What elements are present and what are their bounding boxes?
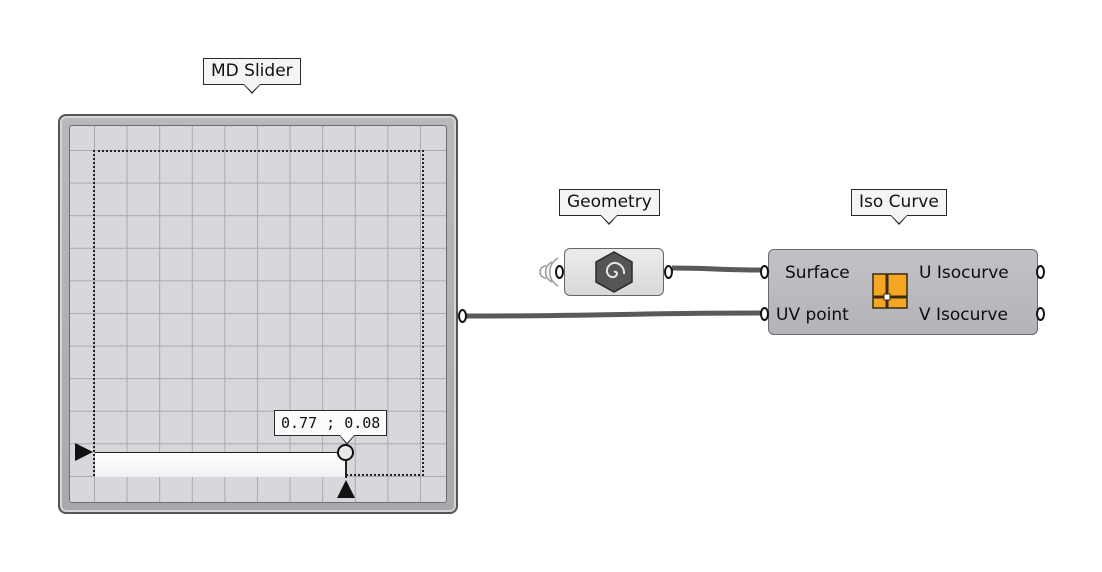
geometry-name: Geometry xyxy=(567,192,652,212)
geometry-name-tag: Geometry xyxy=(559,189,660,216)
md-slider-u-arrow-icon[interactable] xyxy=(337,480,355,498)
geometry-input-port[interactable] xyxy=(555,265,564,279)
wireless-waves-icon xyxy=(539,257,559,287)
uv-point-input-port[interactable] xyxy=(760,307,769,321)
uv-point-input-label[interactable]: UV point xyxy=(776,305,849,325)
md-slider-output-port[interactable] xyxy=(458,309,467,323)
md-slider-value-strip xyxy=(95,452,345,477)
md-slider-name-tag: MD Slider xyxy=(203,58,301,85)
wire-slider-to-uvpoint[interactable] xyxy=(465,310,763,319)
geometry-output-port[interactable] xyxy=(664,265,673,279)
u-isocurve-output-port[interactable] xyxy=(1036,265,1045,279)
md-slider-value-text: 0.77 ; 0.08 xyxy=(281,414,381,432)
md-slider-handle[interactable] xyxy=(337,444,354,461)
md-slider-name: MD Slider xyxy=(211,61,293,81)
spiral-hexagon-icon xyxy=(595,251,633,293)
isocurve-icon xyxy=(872,273,908,309)
v-isocurve-output-port[interactable] xyxy=(1036,307,1045,321)
iso-curve-name-tag: Iso Curve xyxy=(851,189,947,216)
md-slider-v-arrow-icon[interactable] xyxy=(75,443,93,461)
md-slider-component[interactable] xyxy=(58,114,458,514)
surface-input-label[interactable]: Surface xyxy=(785,263,850,283)
surface-input-port[interactable] xyxy=(760,265,769,279)
wire-geometry-to-surface[interactable] xyxy=(671,265,763,273)
md-slider-value-tooltip: 0.77 ; 0.08 xyxy=(274,410,388,445)
md-slider-u-guide xyxy=(345,460,347,478)
md-slider-grid[interactable] xyxy=(69,125,447,503)
iso-curve-name: Iso Curve xyxy=(859,192,939,212)
u-isocurve-output-label[interactable]: U Isocurve xyxy=(919,263,1009,283)
v-isocurve-output-label[interactable]: V Isocurve xyxy=(919,305,1008,325)
